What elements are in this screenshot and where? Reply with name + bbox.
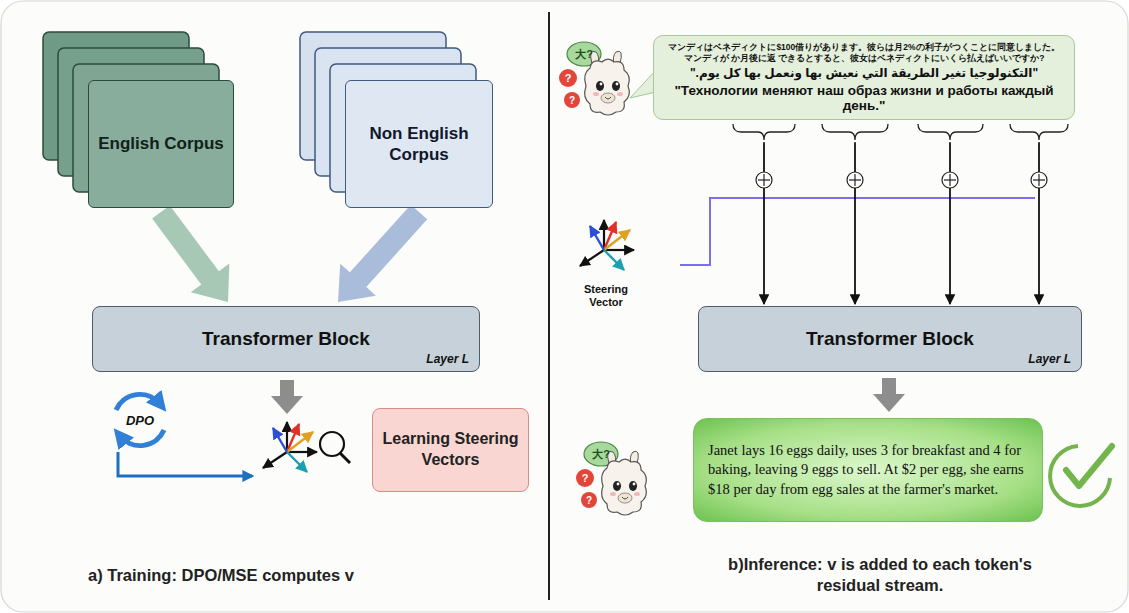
icon-text: ? [565,72,572,84]
node-text: Layer L [426,352,469,366]
speech-bubble: マンディはベネディクトに$100借りがあります。彼らは月2%の利子がつくことに同… [653,35,1075,120]
transformer-block: Transformer BlockLayer L [698,306,1082,372]
icon-text: ? [586,495,592,506]
node-text: Janet lays 16 eggs daily, uses 3 for bre… [708,441,1028,500]
icon-caption: Steering Vector [571,283,641,309]
process-box: Learning Steering Vectors [372,408,529,492]
panel-caption: a) Training: DPO/MSE computes v [88,566,354,585]
transformer-block: Transformer BlockLayer L [92,306,480,372]
node-text: Transformer Block [202,328,370,350]
method-label: DPO [126,413,154,428]
corpus-card: English Corpus [88,80,234,208]
node-text: "Технологии меняют наш образ жизни и раб… [666,83,1062,113]
node-text: "التكنولوجيا تغير الطريقة التي نعيش بها … [690,66,1038,80]
icon-text: ? [582,472,589,484]
node-text: Layer L [1028,352,1071,366]
connector-arrow [1038,142,1040,304]
node-text: Non English Corpus [354,123,484,166]
node-text: Learning Steering Vectors [381,429,520,471]
flow-arrow [338,205,427,302]
node-text: マンディはベネディクトに$100借りがあります。彼らは月2%の利子がつくことに同… [666,42,1062,63]
node-text: English Corpus [98,133,224,154]
icon-text: 大? [592,447,610,462]
panel-caption: b)Inference: v is added to each token's … [700,554,1060,597]
flow-arrow [152,205,229,302]
flow-arrow [873,378,905,412]
node-text: Transformer Block [806,328,974,350]
icon-text: 大? [575,47,593,62]
connector-arrow [854,142,856,304]
output-box: Janet lays 16 eggs daily, uses 3 for bre… [693,418,1043,522]
connector-arrow [763,142,765,304]
icon-text: ? [569,95,575,106]
corpus-card: Non English Corpus [345,80,493,208]
connector-arrow [949,142,951,304]
